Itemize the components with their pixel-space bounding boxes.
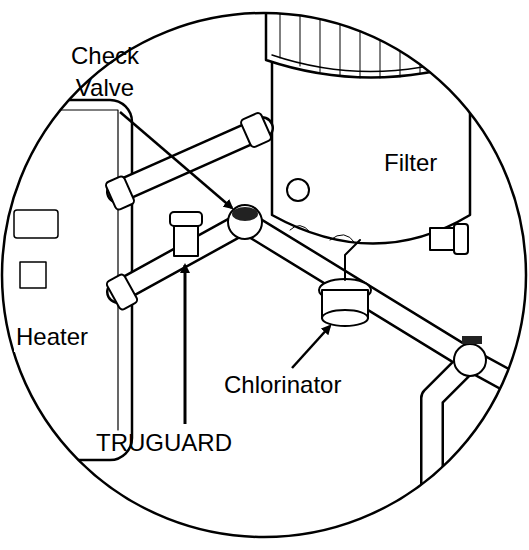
callout-label: Chlorinator <box>224 370 341 400</box>
part-label: Heater <box>14 322 90 352</box>
callout-label: TRUGUARD <box>96 428 232 458</box>
part-label: Filter <box>382 148 439 178</box>
callout-label: Check Valve <box>45 40 165 104</box>
